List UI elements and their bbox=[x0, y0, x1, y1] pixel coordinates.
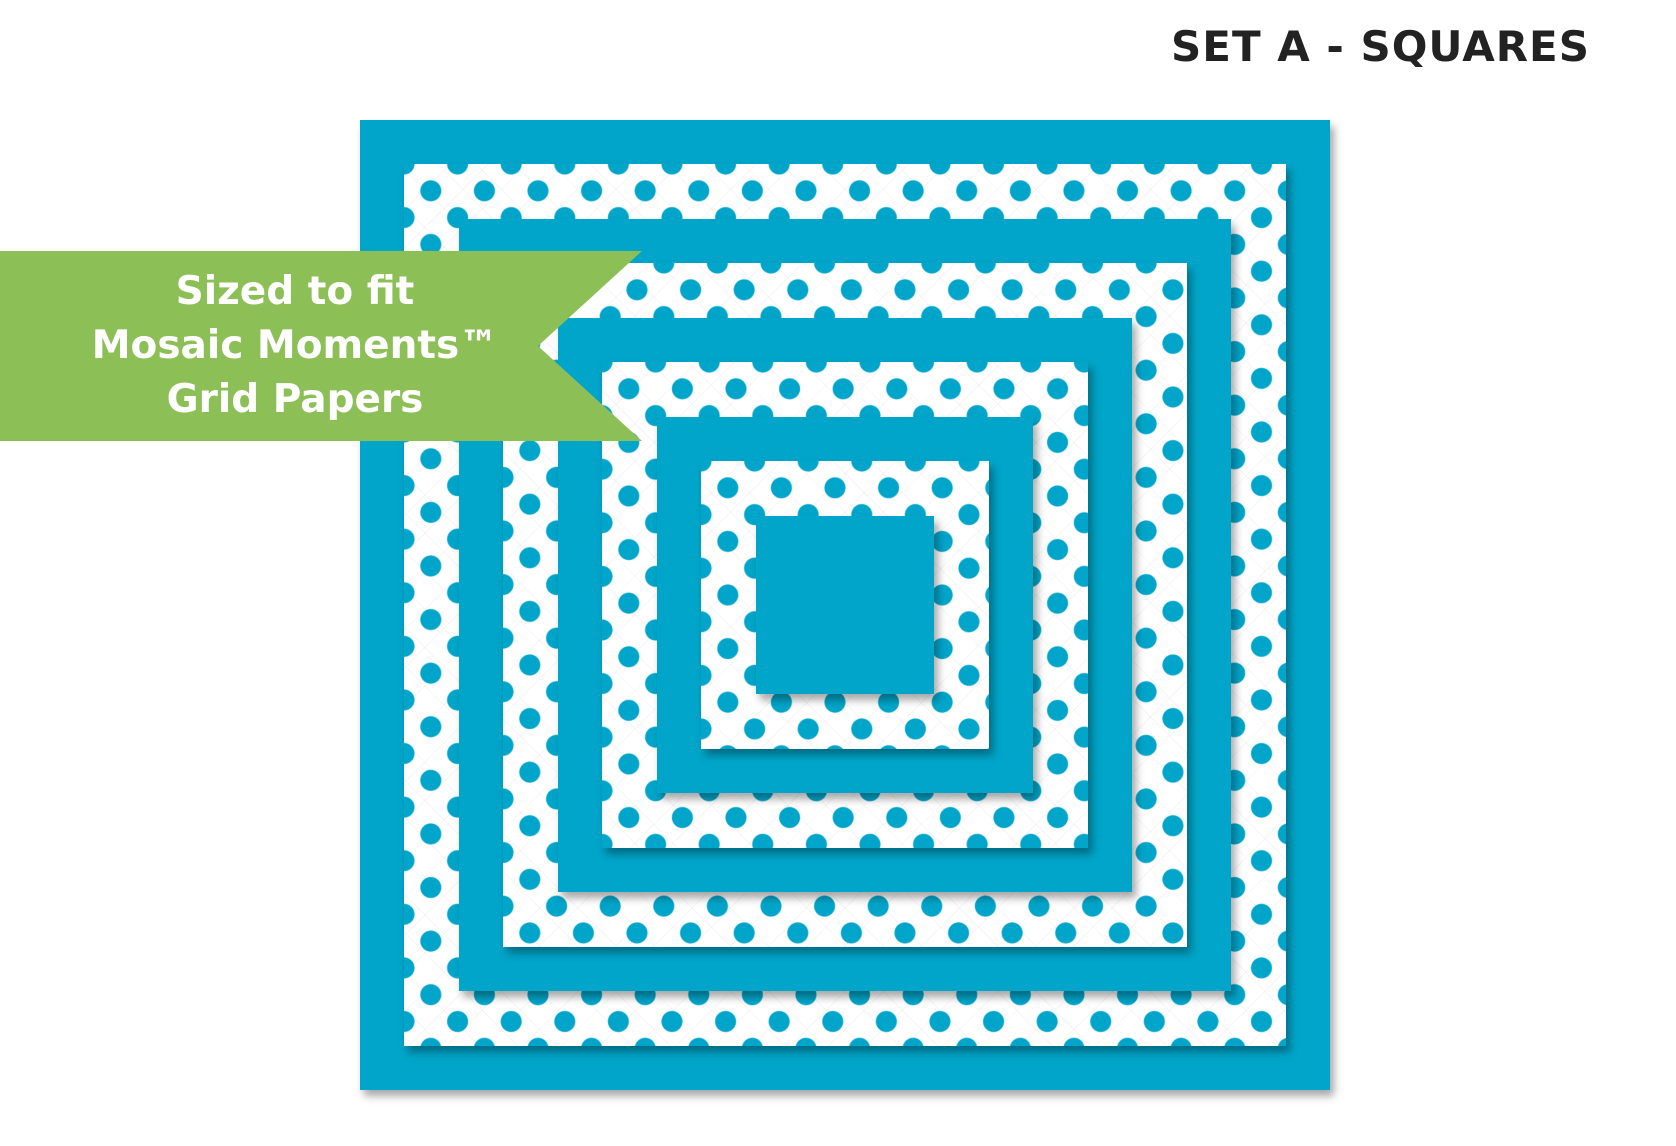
ribbon-banner bbox=[0, 251, 642, 441]
banner-line-2: Mosaic Moments™ bbox=[91, 323, 499, 368]
banner-line-3: Grid Papers bbox=[166, 377, 424, 422]
page-title: SET A - SQUARES bbox=[1171, 22, 1590, 71]
square-8 bbox=[701, 461, 989, 749]
banner-line-1: Sized to fit bbox=[175, 269, 415, 314]
ribbon-banner-text: Sized to fit Mosaic Moments™ Grid Papers bbox=[0, 251, 590, 441]
square-9 bbox=[756, 516, 934, 694]
